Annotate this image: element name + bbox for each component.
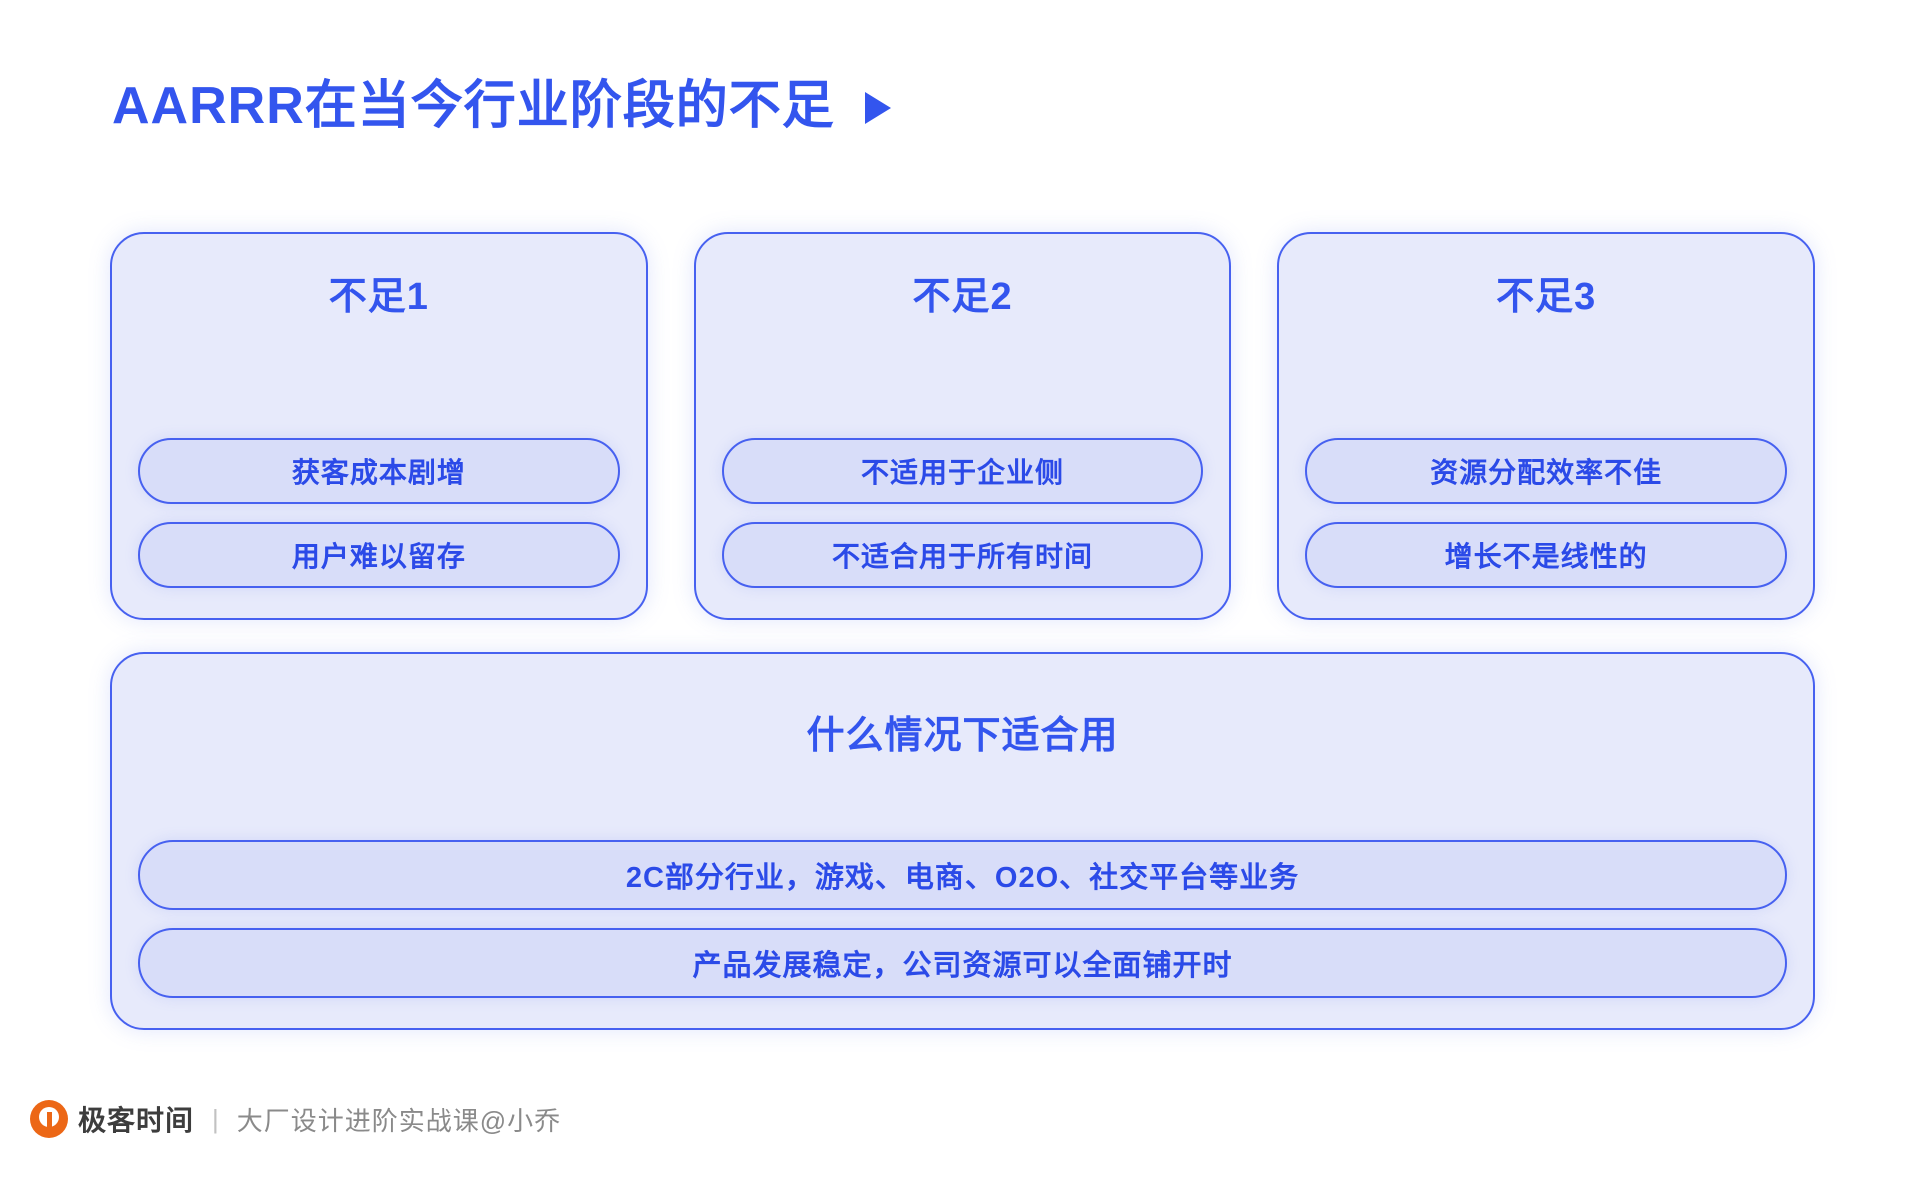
footer-course-name: 大厂设计进阶实战课@小乔 bbox=[236, 1105, 562, 1136]
card-pill: 用户难以留存 bbox=[138, 522, 620, 588]
cards-row: 不足1 获客成本剧增 用户难以留存 不足2 不适用于企业侧 不适合用于所有时间 bbox=[110, 232, 1816, 620]
card-deficiency-1: 不足1 获客成本剧增 用户难以留存 bbox=[110, 232, 648, 620]
card-pill: 资源分配效率不佳 bbox=[1305, 438, 1788, 504]
card-title: 不足1 bbox=[328, 276, 429, 318]
card-pill: 增长不是线性的 bbox=[1305, 522, 1788, 588]
bottom-panel-title: 什么情况下适合用 bbox=[806, 715, 1119, 757]
card-deficiency-2: 不足2 不适用于企业侧 不适合用于所有时间 bbox=[693, 232, 1232, 620]
play-triangle-icon bbox=[864, 92, 891, 124]
card-pill-stack: 资源分配效率不佳 增长不是线性的 bbox=[1305, 438, 1788, 588]
card-pill-label: 增长不是线性的 bbox=[1444, 541, 1648, 572]
bottom-panel-pill: 2C部分行业，游戏、电商、O2O、社交平台等业务 bbox=[138, 840, 1787, 910]
card-pill-label: 不适用于企业侧 bbox=[861, 457, 1065, 488]
card-pill-label: 资源分配效率不佳 bbox=[1430, 457, 1663, 488]
card-when-suitable: 什么情况下适合用 2C部分行业，游戏、电商、O2O、社交平台等业务 产品发展稳定… bbox=[110, 652, 1815, 1030]
card-pill-stack: 不适用于企业侧 不适合用于所有时间 bbox=[721, 438, 1204, 588]
card-title: 不足3 bbox=[1496, 276, 1597, 318]
card-deficiency-3: 不足3 资源分配效率不佳 增长不是线性的 bbox=[1277, 232, 1816, 620]
card-pill-label: 用户难以留存 bbox=[291, 541, 466, 572]
page-title: AARRR在当今行业阶段的不足 bbox=[112, 80, 891, 132]
page-title-text: AARRR在当今行业阶段的不足 bbox=[112, 77, 835, 135]
card-pill-label: 不适合用于所有时间 bbox=[832, 541, 1094, 572]
card-pill: 不适合用于所有时间 bbox=[721, 522, 1204, 588]
card-pill-stack: 获客成本剧增 用户难以留存 bbox=[138, 438, 620, 588]
bottom-panel-pill: 产品发展稳定，公司资源可以全面铺开时 bbox=[138, 928, 1787, 998]
card-pill-label: 获客成本剧增 bbox=[291, 457, 466, 488]
card-title: 不足2 bbox=[912, 276, 1013, 318]
geektime-logo-icon bbox=[30, 1100, 68, 1138]
bottom-panel-pill-stack: 2C部分行业，游戏、电商、O2O、社交平台等业务 产品发展稳定，公司资源可以全面… bbox=[138, 840, 1787, 998]
footer-brand: 极客时间 bbox=[78, 1105, 195, 1136]
card-pill: 不适用于企业侧 bbox=[721, 438, 1204, 504]
logo-stem bbox=[47, 1112, 52, 1134]
bottom-panel-pill-label: 产品发展稳定，公司资源可以全面铺开时 bbox=[692, 950, 1233, 982]
footer-separator: | bbox=[212, 1103, 219, 1134]
footer: 极客时间 | 大厂设计进阶实战课@小乔 bbox=[30, 1099, 561, 1139]
card-pill: 获客成本剧增 bbox=[138, 438, 620, 504]
bottom-panel-pill-label: 2C部分行业，游戏、电商、O2O、社交平台等业务 bbox=[625, 862, 1300, 894]
